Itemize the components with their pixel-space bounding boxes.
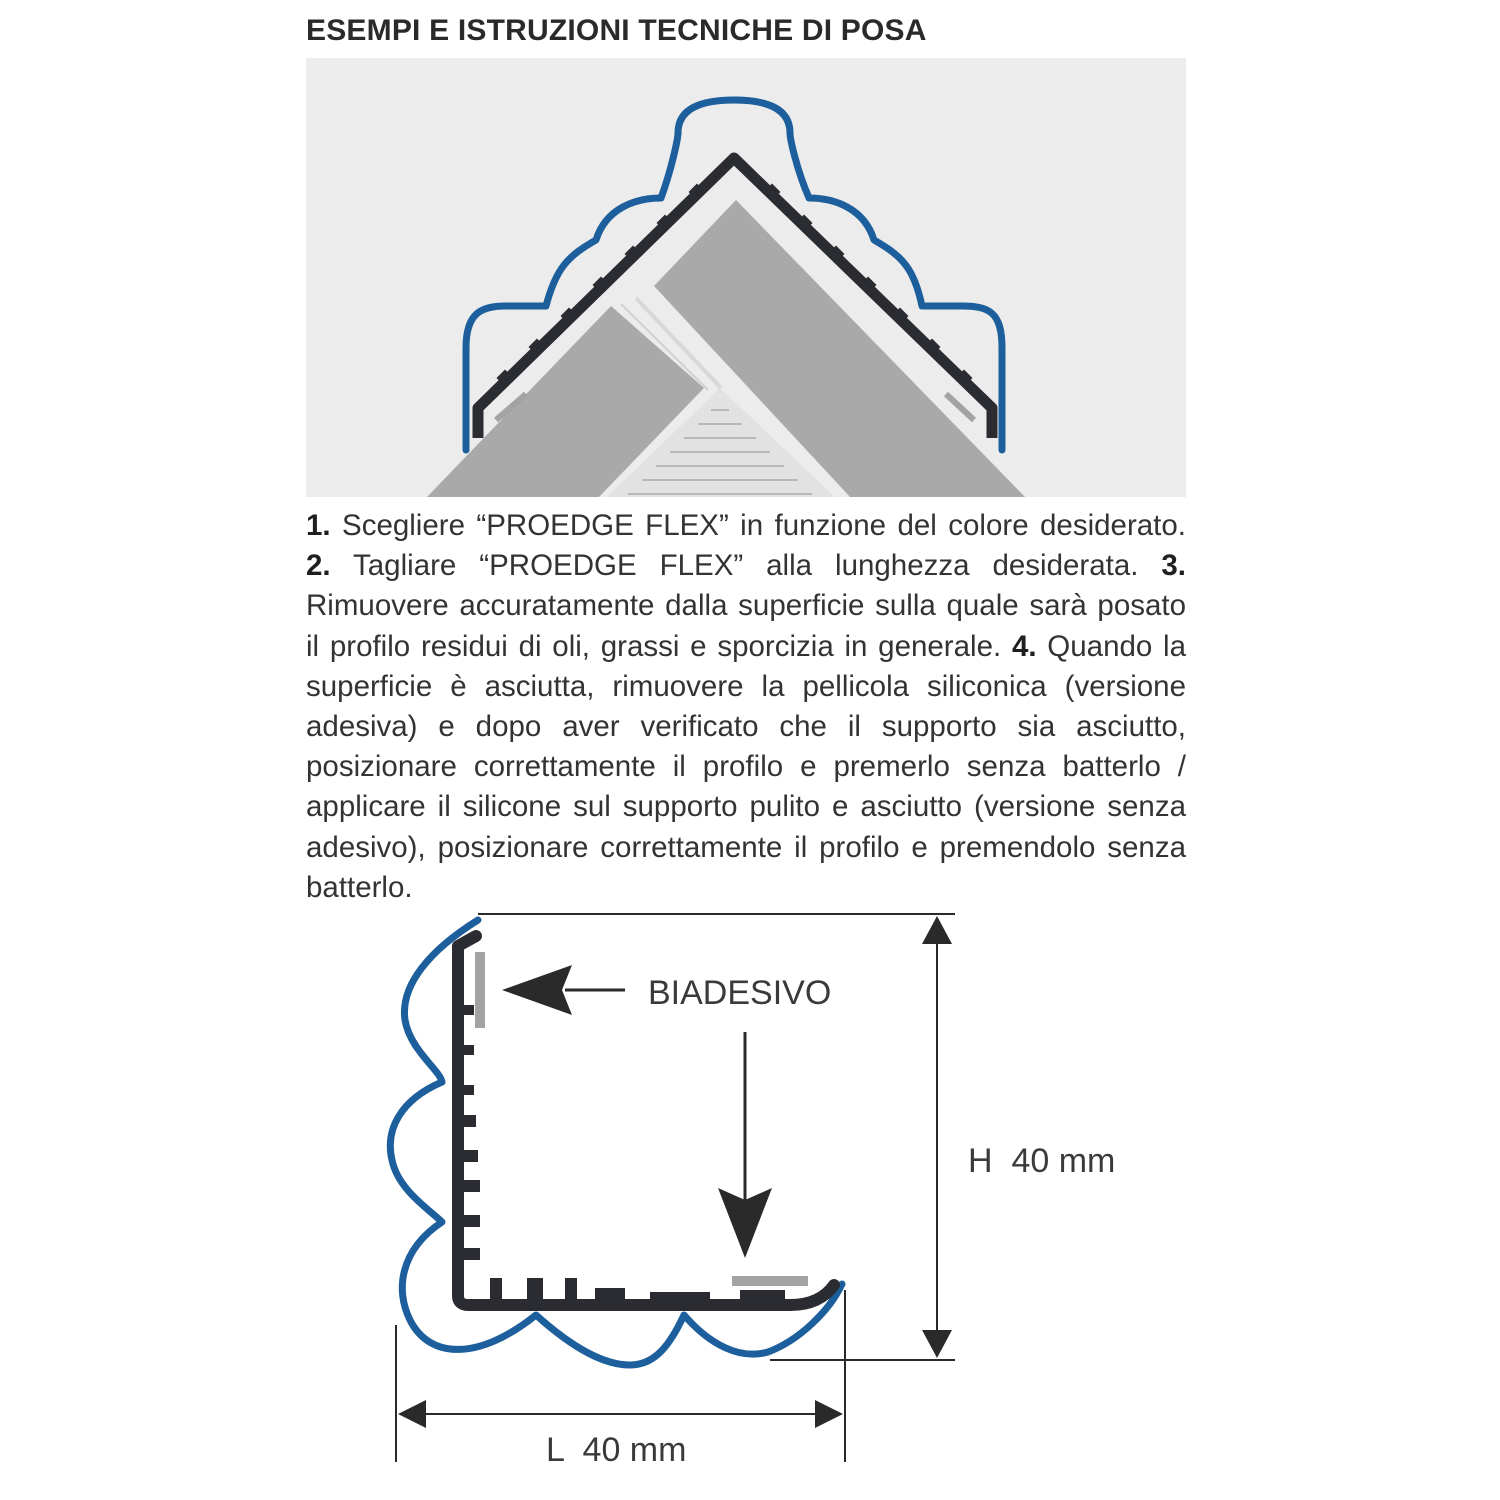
profile-section-drawing: BIADESIVO H 40 mm L 40 mm bbox=[386, 913, 1115, 1469]
height-arrow-top bbox=[922, 916, 952, 944]
length-arrow-right bbox=[815, 1400, 843, 1428]
profile-section-dark-body bbox=[452, 930, 840, 1311]
step-4-text: Quando la superficie è asciutta, rimuove… bbox=[306, 629, 1186, 904]
step-2-number: 2. bbox=[306, 549, 331, 583]
profile-ribs bbox=[496, 183, 973, 387]
profile-blue-cover bbox=[462, 96, 1006, 454]
corner-installation-illustration bbox=[306, 58, 1186, 497]
profile-dark-body bbox=[472, 152, 998, 438]
tile-left bbox=[426, 306, 704, 497]
tile-right bbox=[654, 200, 1026, 497]
profile-section-ribs bbox=[460, 1005, 785, 1300]
adhesive-label: BIADESIVO bbox=[648, 974, 831, 1012]
profile-section-blue-cover bbox=[386, 916, 846, 1369]
length-arrow-left bbox=[398, 1400, 426, 1428]
step-4-number: 4. bbox=[1011, 629, 1037, 663]
page-title: ESEMPI E ISTRUZIONI TECNICHE DI POSA bbox=[306, 14, 927, 47]
adhesive-arrow-left bbox=[502, 965, 572, 1015]
step-1-text: Scegliere “PROEDGE FLEX” in funzione del… bbox=[330, 509, 1186, 542]
step-2-text: Tagliare “PROEDGE FLEX” alla lunghezza d… bbox=[330, 549, 1162, 583]
adhesive-strip-horizontal bbox=[732, 1276, 808, 1286]
height-dimension-label: H 40 mm bbox=[968, 1142, 1115, 1180]
substrate-lines bbox=[628, 409, 812, 495]
step-3-number: 3. bbox=[1161, 549, 1186, 583]
height-arrow-bottom bbox=[922, 1330, 952, 1358]
length-dimension-label: L 40 mm bbox=[546, 1431, 686, 1469]
step-3-text: Rimuovere accuratamente dalla superficie… bbox=[306, 589, 1186, 663]
adhesive-arrow-down bbox=[718, 1188, 772, 1258]
adhesive-strip-vertical bbox=[475, 952, 485, 1028]
step-1-number: 1. bbox=[306, 509, 331, 542]
substrate-corner bbox=[607, 388, 835, 497]
instructions-paragraph: 1. Scegliere “PROEDGE FLEX” in funzione … bbox=[306, 506, 1186, 908]
